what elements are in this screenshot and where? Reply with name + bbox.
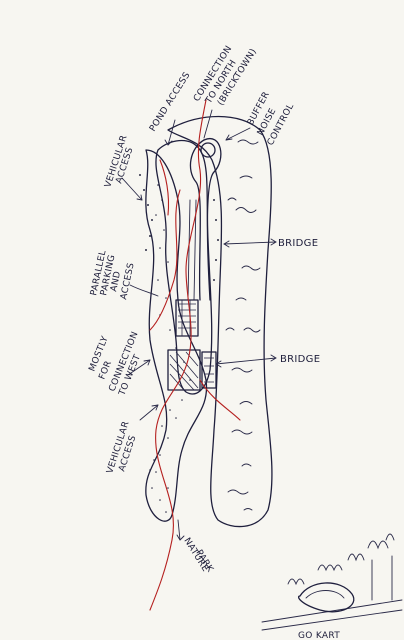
central-peninsula — [155, 137, 222, 395]
label-go-kart: GO KART — [298, 631, 340, 640]
red-circulation-path — [149, 99, 241, 611]
east-island — [167, 115, 273, 528]
label-bridge-upper: BRIDGE — [278, 238, 318, 249]
label-bridge-lower: BRIDGE — [280, 354, 320, 365]
west-island — [145, 149, 208, 522]
leader-lines — [121, 109, 277, 541]
label-parallel-4: ACCESS — [119, 262, 137, 301]
label-pond-access: POND ACCESS — [148, 71, 193, 134]
annotation-labels: POND ACCESS CONNECTION TO NORTH (BRICKTO… — [88, 44, 340, 640]
go-kart-vignette — [261, 533, 403, 631]
dotted-edge — [139, 174, 219, 281]
label-parallel-3: AND — [109, 270, 123, 292]
